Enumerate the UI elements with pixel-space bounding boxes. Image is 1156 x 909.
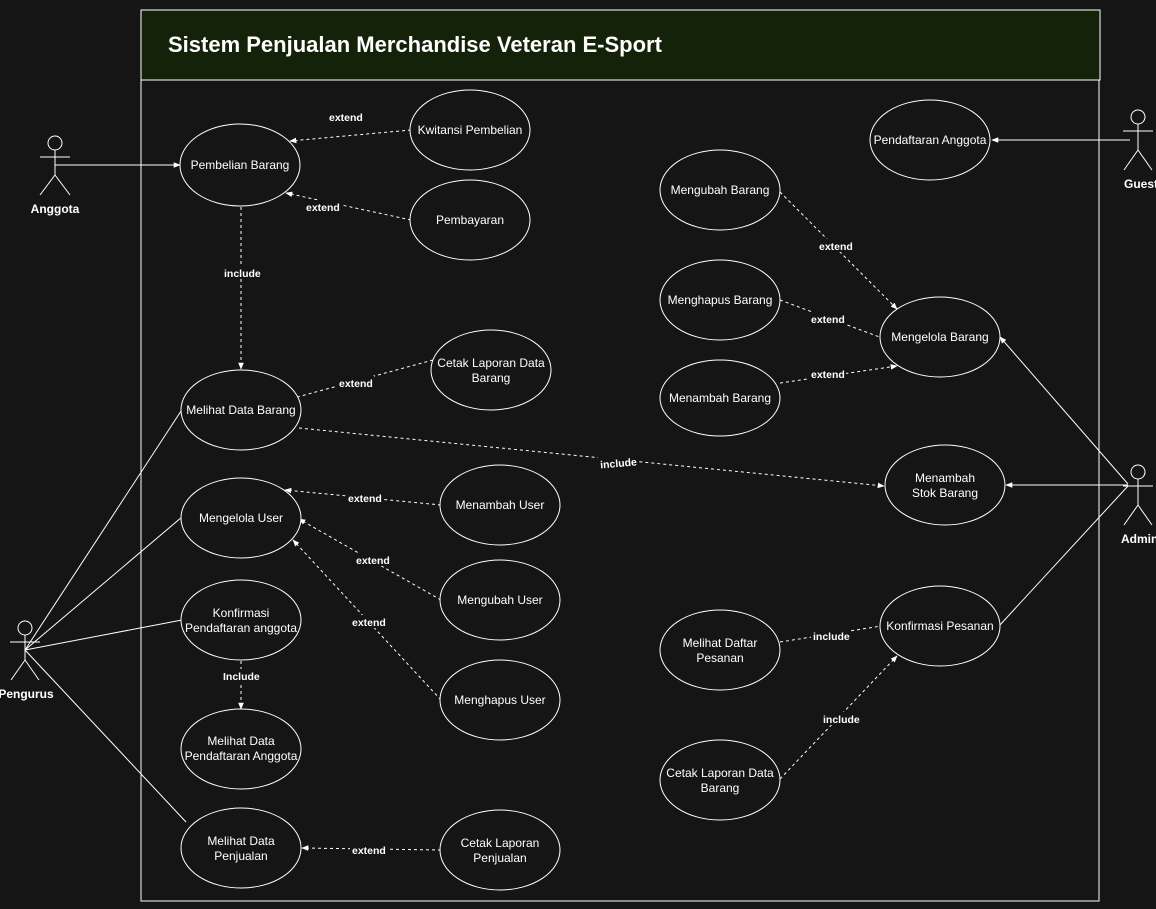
uc-konfirmasi-pendaftaran-anggota[interactable] [180, 579, 302, 661]
edge-daftar-pesanan [779, 622, 895, 643]
diagram-title: Sistem Penjualan Merchandise Veteran E-S… [168, 32, 663, 57]
uc-pendaftaran-anggota[interactable] [869, 99, 991, 181]
label-include-stok: include [600, 456, 638, 471]
uc-label-mengelola-user: Mengelola User [199, 511, 283, 525]
uc-label-melihat-data-penjualan-line1: Melihat Data [207, 834, 275, 848]
uc-label-konfirmasi-pesanan: Konfirmasi Pesanan [886, 619, 993, 633]
uc-label-kwitansi-pembelian: Kwitansi Pembelian [418, 123, 523, 137]
label-extend-menambah-user: extend [348, 493, 382, 505]
uc-mengelola-user[interactable] [180, 477, 302, 559]
label-extend-mengubah-barang: extend [819, 241, 853, 253]
edge-pengurus-konfirmasi-pendaftaran [24, 619, 183, 651]
uc-label-mengubah-barang: Mengubah Barang [671, 183, 770, 197]
uc-label-menambah-stok-line2: Stok Barang [912, 486, 978, 500]
label-extend-mengubah-user: extend [356, 555, 390, 567]
title-bar [140, 9, 1101, 81]
label-include-konfirmasi-pendaftaran: Include [223, 671, 260, 683]
uc-melihat-daftar-pesanan[interactable] [659, 609, 781, 691]
label-extend-cetak-penjualan: extend [352, 845, 386, 857]
edge-labels: extend extend include extend include ext… [221, 112, 861, 857]
label-extend-menghapus-barang: extend [811, 314, 845, 326]
uc-label-mengubah-user: Mengubah User [457, 593, 542, 607]
edge-melihat-data-stok [298, 427, 885, 489]
edge-pengurus-melihat-data-barang [24, 407, 184, 651]
uc-konfirmasi-pesanan[interactable] [879, 585, 1001, 667]
uc-label-pembayaran: Pembayaran [436, 213, 504, 227]
uc-melihat-data-barang[interactable] [180, 369, 302, 451]
uc-label-cetak-laporan-penjualan-line1: Cetak Laporan [461, 836, 540, 850]
uc-label-melihat-data-pendaftaran-line2: Pendaftaran Anggota [185, 749, 298, 763]
label-include-cetak-laporan: include [823, 714, 860, 726]
uc-mengubah-user[interactable] [439, 559, 561, 641]
uc-label-menambah-user: Menambah User [456, 498, 545, 512]
uc-label-menambah-stok-line1: Menambah [915, 471, 975, 485]
uc-menambah-stok-barang[interactable] [884, 444, 1006, 526]
uc-label-cetak-laporan-data-barang-1-line1: Cetak Laporan Data [437, 356, 545, 370]
label-extend-pembayaran: extend [306, 202, 340, 214]
uc-label-melihat-data-penjualan-line2: Penjualan [214, 849, 267, 863]
uc-label-cetak-laporan-data-barang-2-line1: Cetak Laporan Data [666, 766, 774, 780]
edge-cetak-penjualan [301, 845, 442, 851]
actor-anggota-label: Anggota [31, 202, 80, 216]
label-include-pembelian: include [224, 268, 261, 280]
uc-cetak-laporan-data-barang-2[interactable] [659, 739, 781, 821]
uc-label-cetak-laporan-data-barang-2-line2: Barang [701, 781, 740, 795]
edge-admin-konfirmasi-pesanan [998, 485, 1129, 627]
uc-menambah-barang[interactable] [659, 359, 781, 437]
uc-cetak-laporan-data-barang-1[interactable] [430, 329, 552, 411]
uc-label-menghapus-barang: Menghapus Barang [668, 293, 773, 307]
actor-admin-label: Admin [1121, 532, 1156, 546]
uc-label-konfirmasi-pendaftaran-line2: Pendaftaran anggota [185, 621, 297, 635]
uc-label-menambah-barang: Menambah Barang [669, 391, 771, 405]
actor-guest-label: Guest [1124, 177, 1156, 191]
uc-label-cetak-laporan-penjualan-line2: Penjualan [473, 851, 526, 865]
uc-label-melihat-data-barang: Melihat Data Barang [186, 403, 295, 417]
uc-label-mengelola-barang: Mengelola Barang [891, 330, 988, 344]
actor-pengurus-head-icon [17, 620, 33, 636]
uc-label-menghapus-user: Menghapus User [454, 693, 545, 707]
uc-label-pendaftaran-anggota: Pendaftaran Anggota [874, 133, 987, 147]
actor-anggota-head-icon [47, 135, 63, 151]
actor-pengurus-label: Pengurus [0, 687, 54, 701]
actor-anggota[interactable] [39, 135, 71, 196]
uc-menghapus-user[interactable] [439, 659, 561, 741]
uc-label-pembelian-barang: Pembelian Barang [191, 158, 290, 172]
label-extend-menambah-barang: extend [811, 369, 845, 381]
uc-mengelola-barang[interactable] [879, 296, 1001, 378]
uc-label-melihat-daftar-pesanan-line1: Melihat Daftar [683, 636, 758, 650]
label-extend-kwitansi: extend [329, 112, 363, 124]
uc-pembelian-barang[interactable] [179, 123, 301, 207]
actor-guest[interactable] [1123, 109, 1153, 171]
uc-mengubah-barang[interactable] [659, 149, 781, 231]
uc-label-cetak-laporan-data-barang-1-line2: Barang [472, 371, 511, 385]
edge-pengurus-mengelola-user [24, 516, 183, 651]
uc-menambah-user[interactable] [439, 464, 561, 546]
uc-label-melihat-data-pendaftaran-line1: Melihat Data [207, 734, 275, 748]
actor-admin-head-icon [1130, 464, 1146, 480]
uc-melihat-data-penjualan[interactable] [180, 807, 302, 889]
uc-pembayaran[interactable] [409, 179, 531, 261]
actor-pengurus[interactable] [10, 620, 40, 681]
uc-melihat-data-pendaftaran-anggota[interactable] [180, 708, 302, 790]
edge-admin-mengelola-barang [999, 336, 1129, 485]
edge-menambah-barang [779, 364, 898, 384]
actor-admin[interactable] [1123, 464, 1153, 526]
label-extend-cetak-barang: extend [339, 378, 373, 390]
uc-label-konfirmasi-pendaftaran-line1: Konfirmasi [213, 606, 270, 620]
label-include-daftar-pesanan: include [813, 631, 850, 643]
uc-kwitansi-pembelian[interactable] [409, 89, 531, 171]
uc-cetak-laporan-penjualan[interactable] [439, 809, 561, 891]
edge-kwitansi-pembelian [289, 129, 412, 144]
edge-pengurus-melihat-penjualan [24, 649, 187, 823]
uc-label-melihat-daftar-pesanan-line2: Pesanan [696, 651, 743, 665]
uc-menghapus-barang[interactable] [659, 259, 781, 341]
label-extend-menghapus-user: extend [352, 617, 386, 629]
actor-guest-head-icon [1130, 109, 1146, 125]
